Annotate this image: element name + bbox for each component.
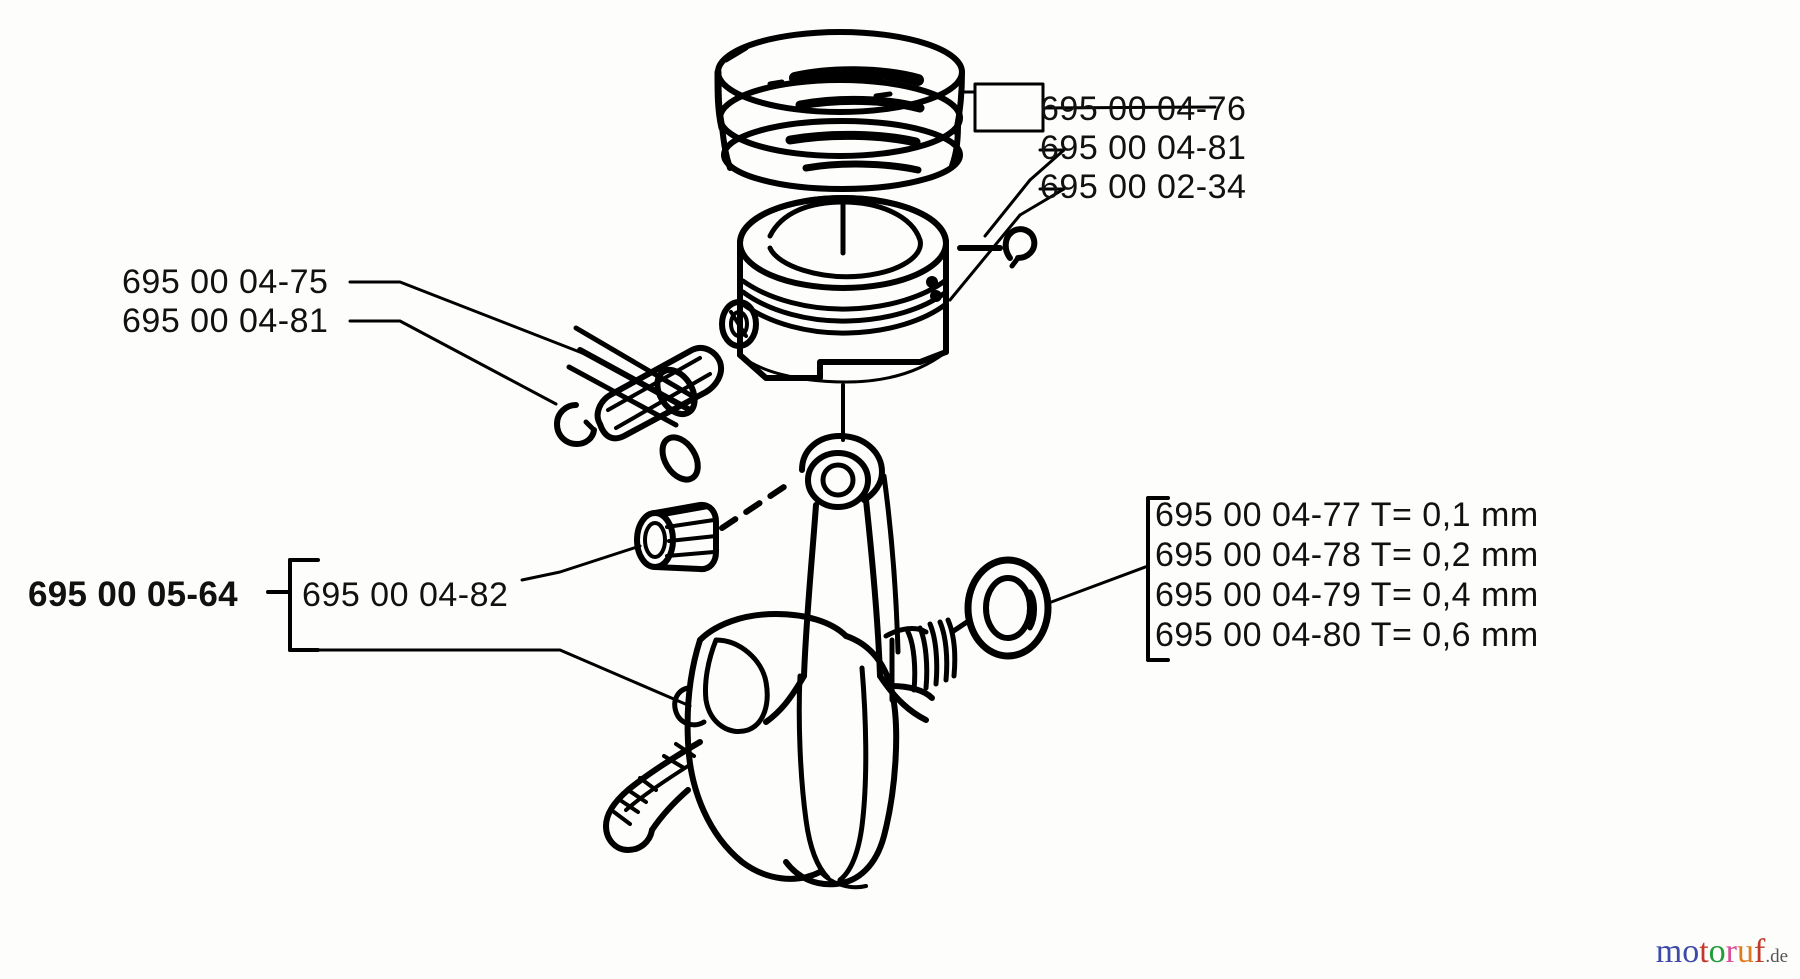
piston-graphic [719, 195, 949, 442]
connecting-rod-graphic [763, 433, 929, 725]
label-assembly: 695 00 05-64 [28, 575, 238, 614]
needle-bearing-assembly-path [719, 480, 793, 531]
needle-bearing-graphic [634, 501, 719, 573]
label-wrist-pin: 695 00 04-75 [122, 263, 329, 301]
logo-letter-r: r [1725, 933, 1737, 970]
ring-set-leader [958, 82, 1217, 133]
logo-letter-m: m [1655, 933, 1683, 970]
label-shim-3: 695 00 04-79 T= 0,4 mm [1155, 576, 1539, 614]
crankshaft-graphic [603, 611, 958, 890]
logo-letter-t: t [1699, 933, 1709, 970]
logo-letter-f: f [1753, 933, 1766, 970]
label-piston: 695 00 02-34 [1040, 168, 1247, 206]
needle-bearing-leader [520, 544, 642, 582]
assembly-bracket [266, 558, 320, 652]
label-shim-2: 695 00 04-78 T= 0,2 mm [1155, 536, 1539, 574]
piston-leaders [948, 148, 1066, 302]
left-leaders [348, 280, 592, 406]
logo-letter-o1: o [1682, 933, 1700, 970]
logo-letter-o2: o [1708, 933, 1726, 970]
label-ring-set: 695 00 04-76 [1040, 90, 1247, 128]
shim-bracket [1146, 496, 1170, 662]
motoruf-logo: motoruf.de [1656, 933, 1788, 971]
label-needle-bearing: 695 00 04-82 [302, 576, 509, 614]
piston-ring-set-graphic [714, 29, 965, 192]
assembly-leader [316, 648, 692, 708]
circlip-left-graphic [554, 402, 597, 447]
shim-washer-graphic [949, 556, 1052, 660]
logo-suffix: .de [1765, 946, 1788, 967]
shim-leader [1044, 564, 1150, 606]
label-shim-1: 695 00 04-77 T= 0,1 mm [1155, 496, 1539, 534]
label-shim-4: 695 00 04-80 T= 0,6 mm [1155, 616, 1539, 654]
label-circlip-left: 695 00 04-81 [122, 302, 329, 340]
wrist-pin-graphic [566, 325, 724, 483]
logo-letter-u: u [1736, 933, 1754, 970]
label-circlip-right: 695 00 04-81 [1040, 129, 1247, 167]
circlip-right-graphic [957, 226, 1038, 269]
